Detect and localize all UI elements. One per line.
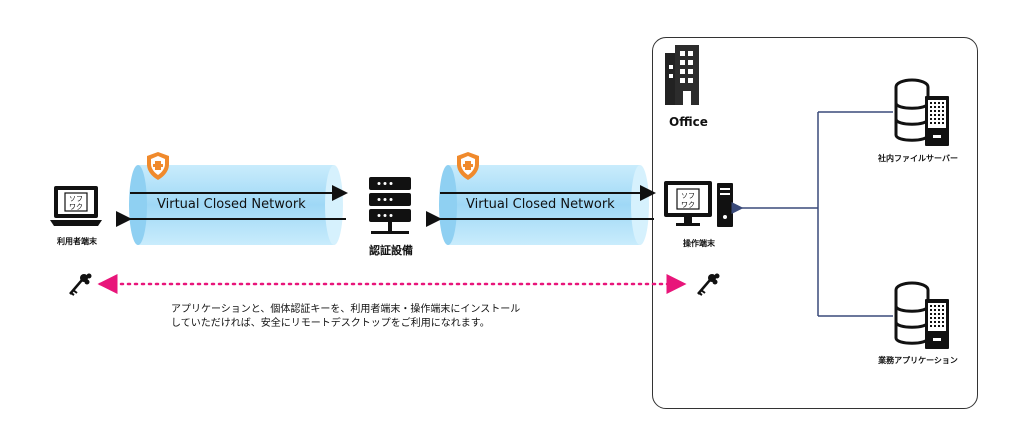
database-server-icon xyxy=(894,78,949,146)
note-line-1: アプリケーションと、個体認証キーを、利用者端末・操作端末にインストール xyxy=(171,304,521,315)
tunnel-label-right: Virtual Closed Network xyxy=(466,197,615,212)
office-label: Office xyxy=(669,115,708,129)
server-icon xyxy=(369,177,411,234)
description-note: アプリケーションと、個体認証キーを、利用者端末・操作端末にインストール していた… xyxy=(171,303,520,331)
svg-text:ワク: ワク xyxy=(69,203,83,211)
business-app-label: 業務アプリケーション xyxy=(878,356,958,365)
svg-text:ソフ: ソフ xyxy=(681,192,695,200)
operation-terminal-label: 操作端末 xyxy=(683,239,715,248)
key-icon xyxy=(69,273,92,296)
laptop-icon: ソフ ワク xyxy=(50,186,102,226)
building-icon xyxy=(665,45,699,105)
svg-text:ソフ: ソフ xyxy=(69,195,83,203)
office-area xyxy=(652,37,978,409)
shield-icon xyxy=(457,152,479,180)
shield-icon xyxy=(147,152,169,180)
auth-server-label: 認証設備 xyxy=(369,244,413,257)
tunnel-label-left: Virtual Closed Network xyxy=(157,197,306,212)
note-line-2: していただければ、安全にリモートデスクトップをご利用になれます。 xyxy=(171,318,490,329)
key-icon xyxy=(697,273,720,296)
left-tunnel xyxy=(116,165,348,245)
office-connector xyxy=(731,111,893,317)
svg-text:ワク: ワク xyxy=(681,201,695,209)
user-terminal-label: 利用者端末 xyxy=(57,237,97,246)
database-server-icon xyxy=(894,281,949,349)
right-tunnel xyxy=(426,165,656,245)
file-server-label: 社内ファイルサーバー xyxy=(878,154,958,163)
desktop-computer-icon: ソフ ワク xyxy=(664,181,733,227)
